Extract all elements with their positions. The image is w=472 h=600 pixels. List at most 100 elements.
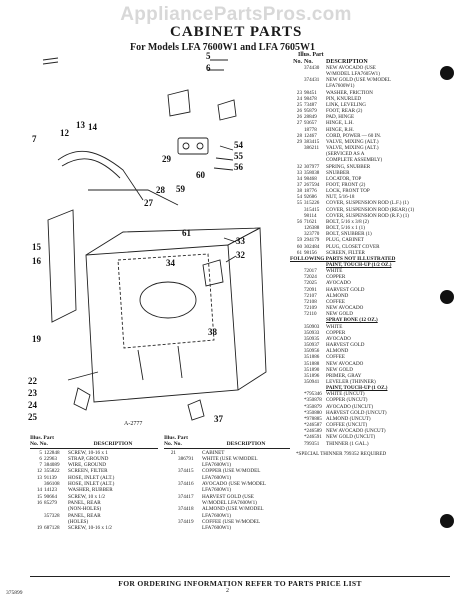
table-cell: 14 xyxy=(36,487,42,494)
table-cell: NEW AVOCADO (UNCUT) xyxy=(326,428,386,435)
page-number: 2 xyxy=(226,588,229,594)
table-cell: BOLT, SNUBBER (1) xyxy=(326,231,372,238)
table-cell: SPRING, SNUBBER xyxy=(326,163,371,170)
table-cell: COMPLETE ASSEMBLY) xyxy=(326,157,383,164)
table-cell: 366108 xyxy=(44,481,60,488)
table-row: 374417 HARVEST GOLD (USE xyxy=(164,494,290,500)
table-cell: COFFEE xyxy=(326,298,345,305)
table-cell: SCREW, 10-16 x 1/2 xyxy=(68,525,112,532)
table-row: LFA7600W1) xyxy=(164,487,290,493)
rear-foot xyxy=(73,387,91,411)
table-cell: COVER, SUSPENSION ROD (L.F.) (1) xyxy=(326,200,409,207)
table-cell: COVER, SUSPENSION ROD (R.F.) (1) xyxy=(326,212,409,219)
table-cell: SCREW, 10 x 1/2 xyxy=(68,493,105,500)
table-cell: COPPER xyxy=(326,274,346,281)
inlet-hose xyxy=(57,150,144,201)
table-cell: 72025 xyxy=(304,280,317,287)
callout-38: 38 xyxy=(208,327,218,337)
table-cell: VALVE, MIXING (ALT.) xyxy=(326,138,379,145)
table-cell xyxy=(178,525,202,531)
table-cell: 302484 xyxy=(304,243,320,250)
table-cell: LFA7600W1) xyxy=(202,474,232,481)
table-row: COMPLETE ASSEMBLY) xyxy=(290,157,472,163)
table-cell: 72109 xyxy=(304,305,317,312)
callout-54: 54 xyxy=(234,140,244,150)
table-cell: W/MODEL LFA7600W1) xyxy=(202,499,257,506)
table-cell: LOCATOR, TOP xyxy=(326,175,362,182)
table-cell: COFFEE xyxy=(326,354,345,361)
power-cord xyxy=(88,189,179,206)
callout-12: 12 xyxy=(60,128,70,138)
table-cell: AVOCADO xyxy=(326,280,351,287)
hinge-bracket-right xyxy=(217,99,237,121)
callout-5: 5 xyxy=(206,51,211,61)
table-cell: 18776 xyxy=(304,188,317,195)
suspension-rods xyxy=(137,345,183,381)
table-cell: 799351 xyxy=(304,440,320,447)
table-cell: COVER, SUSPENSION ROD (REAR) (1) xyxy=(326,206,415,213)
table-cell: HARVEST GOLD xyxy=(326,286,365,293)
table-cell: NEW GOLD (UNCUT) xyxy=(326,434,376,441)
table-cell: 98451 xyxy=(304,89,317,96)
table-cell: 95879 xyxy=(304,108,317,115)
callout-15: 15 xyxy=(32,242,42,252)
table-cell: NEW AVOCADO xyxy=(326,360,364,367)
document-code: 375899 xyxy=(6,590,23,596)
table-row: LFA7600W1) xyxy=(164,475,290,481)
table-cell: SCREEN, FILTER xyxy=(68,468,108,475)
table-cell: 60 xyxy=(296,243,302,250)
table-cell: HARVEST GOLD (USE xyxy=(202,493,254,500)
table-cell: 73487 xyxy=(304,101,317,108)
table-cell: 374419 xyxy=(178,518,194,525)
ordering-footer: FOR ORDERING INFORMATION REFER TO PARTS … xyxy=(118,579,362,588)
table-cell xyxy=(164,525,178,531)
table-cell: THINNER (1 GAL.) xyxy=(326,440,369,447)
table-cell: 687128 xyxy=(44,525,60,532)
table-cell: CORD, POWER — 60 IN. xyxy=(326,132,382,139)
cabinet-front-panel xyxy=(85,244,239,403)
table-cell: (NON-HOLES) xyxy=(68,506,102,513)
table-cell: (HOLES) xyxy=(68,518,89,525)
callout-19: 19 xyxy=(32,334,42,344)
hinge-bracket xyxy=(167,89,191,117)
table-cell: 351896 xyxy=(304,372,320,379)
table-cell: LOCK, FRONT TOP xyxy=(326,188,370,195)
table-cell: 56 xyxy=(296,218,302,225)
table-cell: BOLT, 5/16 x 1 (1) xyxy=(326,225,365,232)
table-cell: LFA7600W1) xyxy=(202,462,232,469)
table-cell: SCREW, 10-16 x 1 xyxy=(68,449,108,456)
table-cell: 23 xyxy=(296,89,302,96)
table-cell: 24 xyxy=(296,95,302,102)
table-row: No.No.DESCRIPTION xyxy=(290,59,472,66)
table-cell: WHITE (USE W/MODEL xyxy=(202,455,258,462)
table-cell: 384089 xyxy=(44,462,60,469)
table-cell: 19 xyxy=(36,525,42,532)
table-cell: 72107 xyxy=(304,292,317,299)
binder-hole-dot xyxy=(440,66,454,80)
table-header-line: Illus. Part xyxy=(164,435,188,441)
table-cell: VALVE, MIXING (ALT.) xyxy=(326,145,379,152)
table-cell: COFFEE (USE W/MODEL xyxy=(202,518,261,525)
table-cell: *246589 xyxy=(304,428,322,435)
table-cell: 22963 xyxy=(44,455,57,462)
table-cell: 61 xyxy=(296,249,302,256)
table-cell: 90664 xyxy=(44,493,57,500)
table-cell: 26 xyxy=(296,114,302,121)
table-cell: 383415 xyxy=(304,138,320,145)
table-cell: 374417 xyxy=(178,493,194,500)
callout-25: 25 xyxy=(28,412,38,422)
